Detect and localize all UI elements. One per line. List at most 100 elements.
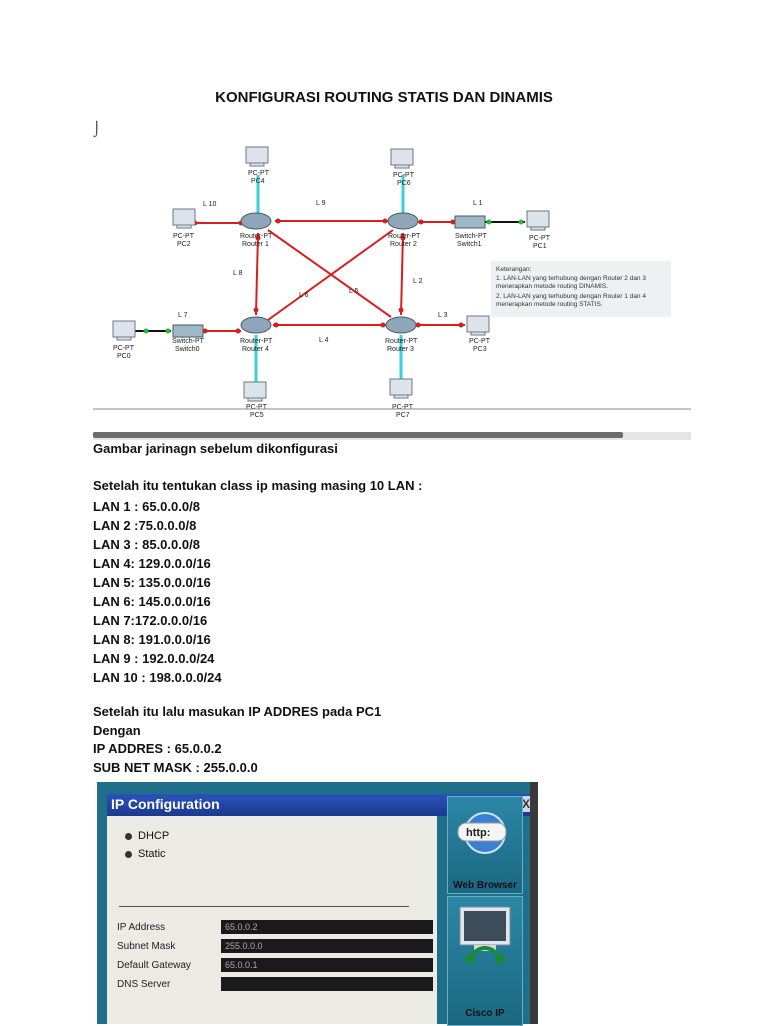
switch0-name: Switch0 (175, 346, 200, 353)
lan-item: LAN 1 : 65.0.0.0/8 (93, 499, 200, 514)
pc0-label: PC-PT (113, 345, 135, 352)
headset-icon (459, 906, 511, 964)
lan-item: LAN 10 : 198.0.0.0/24 (93, 670, 222, 685)
dns-server-label: DNS Server (117, 979, 171, 990)
l2-label: L 2 (413, 278, 423, 285)
pc1-name: PC1 (533, 243, 547, 250)
router1-icon (240, 212, 272, 230)
pc0-icon (112, 320, 136, 338)
dengan-text: Dengan (93, 723, 141, 738)
lan-item: LAN 9 : 192.0.0.0/24 (93, 651, 215, 666)
note-line2b: menerapkan metode routing STATIS. (496, 301, 603, 308)
pc3-name: PC3 (473, 346, 487, 353)
pc7-name: PC7 (396, 412, 410, 419)
globe-icon: http: (457, 812, 507, 854)
cisco-ip-tile[interactable]: Cisco IP (447, 896, 523, 1026)
pc1-icon (526, 210, 550, 228)
ip-config-titlebar: IP Configuration X (107, 794, 537, 816)
pc6-label: PC-PT (393, 172, 415, 179)
link-l5 (267, 229, 392, 318)
router-icons (240, 212, 419, 334)
pc2-label: PC-PT (173, 233, 195, 240)
note-box (491, 261, 671, 317)
note-line2: 2. LAN-LAN yang terhubung dengan Router … (496, 293, 646, 300)
router3-label: Router-PT (385, 338, 418, 345)
l6-label: L 6 (299, 292, 309, 299)
app-sidebar: http: Web Browser Cisco IP (447, 794, 537, 1026)
subnet-mask-field[interactable]: 255.0.0.0 (221, 939, 433, 953)
radio-icon (125, 850, 132, 858)
l9-label: L 9 (316, 200, 326, 207)
router2-name: Router 2 (390, 241, 417, 248)
router2-icon (387, 212, 419, 230)
diagram-caption: Gambar jarinagn sebelum dikonfigurasi (93, 441, 338, 456)
static-radio[interactable]: Static (125, 848, 166, 860)
divider (119, 906, 409, 907)
lan-item: LAN 6: 145.0.0.0/16 (93, 594, 211, 609)
l4-label: L 4 (319, 337, 329, 344)
dhcp-label: DHCP (138, 830, 170, 842)
pc6-icon (390, 148, 414, 166)
link-l6 (267, 229, 394, 321)
lan-item: LAN 2 :75.0.0.0/8 (93, 518, 197, 533)
pc4-icon (245, 146, 269, 164)
router4-icon (240, 316, 272, 334)
pc4-name: PC4 (251, 178, 265, 185)
web-browser-tile[interactable]: http: Web Browser (447, 796, 523, 894)
pc2-name: PC2 (177, 241, 191, 248)
switch1-name: Switch1 (457, 241, 482, 248)
web-browser-label: Web Browser (453, 880, 517, 891)
l5-label: L 5 (349, 288, 359, 295)
lan-item: LAN 7:172.0.0.0/16 (93, 613, 208, 628)
pc1-label: PC-PT (529, 235, 551, 242)
pc4-label: PC-PT (248, 170, 270, 177)
ip-line: IP ADDRES : 65.0.0.2 (93, 741, 222, 756)
note-line1: 1. LAN-LAN yang terhubung dengan Router … (496, 275, 646, 282)
pc-icons (112, 146, 550, 402)
pc2-icon (172, 208, 196, 226)
default-gateway-label: Default Gateway (117, 960, 191, 971)
router3-icon (385, 316, 417, 334)
pc0-name: PC0 (117, 353, 131, 360)
pc3-icon (466, 315, 490, 333)
switch0-icon (172, 324, 204, 338)
router1-name: Router 1 (242, 241, 269, 248)
default-gateway-field[interactable]: 65.0.0.1 (221, 958, 433, 972)
cursor-mark: ⌡ (93, 122, 101, 138)
pc5-icon (243, 381, 267, 399)
pc7-icon (389, 378, 413, 396)
dhcp-radio[interactable]: DHCP (125, 830, 169, 842)
switch-icons (172, 215, 486, 338)
switch1-icon (454, 215, 486, 229)
link-l8 (255, 232, 259, 316)
static-label: Static (138, 848, 166, 860)
diagram-links (133, 175, 525, 383)
lan-list: LAN 1 : 65.0.0.0/8 LAN 2 :75.0.0.0/8 LAN… (93, 497, 222, 687)
router1-label: Router-PT (240, 233, 273, 240)
ip-address-field[interactable]: 65.0.0.2 (221, 920, 433, 934)
lan-item: LAN 8: 191.0.0.0/16 (93, 632, 211, 647)
window-edge (530, 782, 538, 1024)
mask-line: SUB NET MASK : 255.0.0.0 (93, 760, 258, 775)
network-diagram: PC-PT PC4 PC-PT PC6 PC-PT PC2 PC-PT PC1 … (93, 146, 691, 440)
document-title: KONFIGURASI ROUTING STATIS DAN DINAMIS (215, 89, 553, 106)
note-title: Keterangan: (496, 266, 532, 273)
pc5-label: PC-PT (246, 404, 268, 411)
ip-config-title: IP Configuration (111, 796, 220, 812)
l3-label: L 3 (438, 312, 448, 319)
router4-name: Router 4 (242, 346, 269, 353)
step2-text: Setelah itu lalu masukan IP ADDRES pada … (93, 704, 382, 719)
lan-item: LAN 5: 135.0.0.0/16 (93, 575, 211, 590)
pc3-label: PC-PT (469, 338, 491, 345)
switch1-label: Switch-PT (455, 233, 488, 240)
l8-label: L 8 (233, 270, 243, 277)
lan-item: LAN 4: 129.0.0.0/16 (93, 556, 211, 571)
router4-label: Router-PT (240, 338, 273, 345)
cisco-ip-label: Cisco IP (465, 1008, 505, 1019)
pc6-name: PC6 (397, 180, 411, 187)
ip-config-panel: DHCP Static IP Address 65.0.0.2 Subnet M… (107, 816, 437, 1024)
switch0-label: Switch-PT (172, 338, 205, 345)
green-endpoints (143, 219, 524, 334)
dns-server-field[interactable] (221, 977, 433, 991)
l7-label: L 7 (178, 312, 188, 319)
